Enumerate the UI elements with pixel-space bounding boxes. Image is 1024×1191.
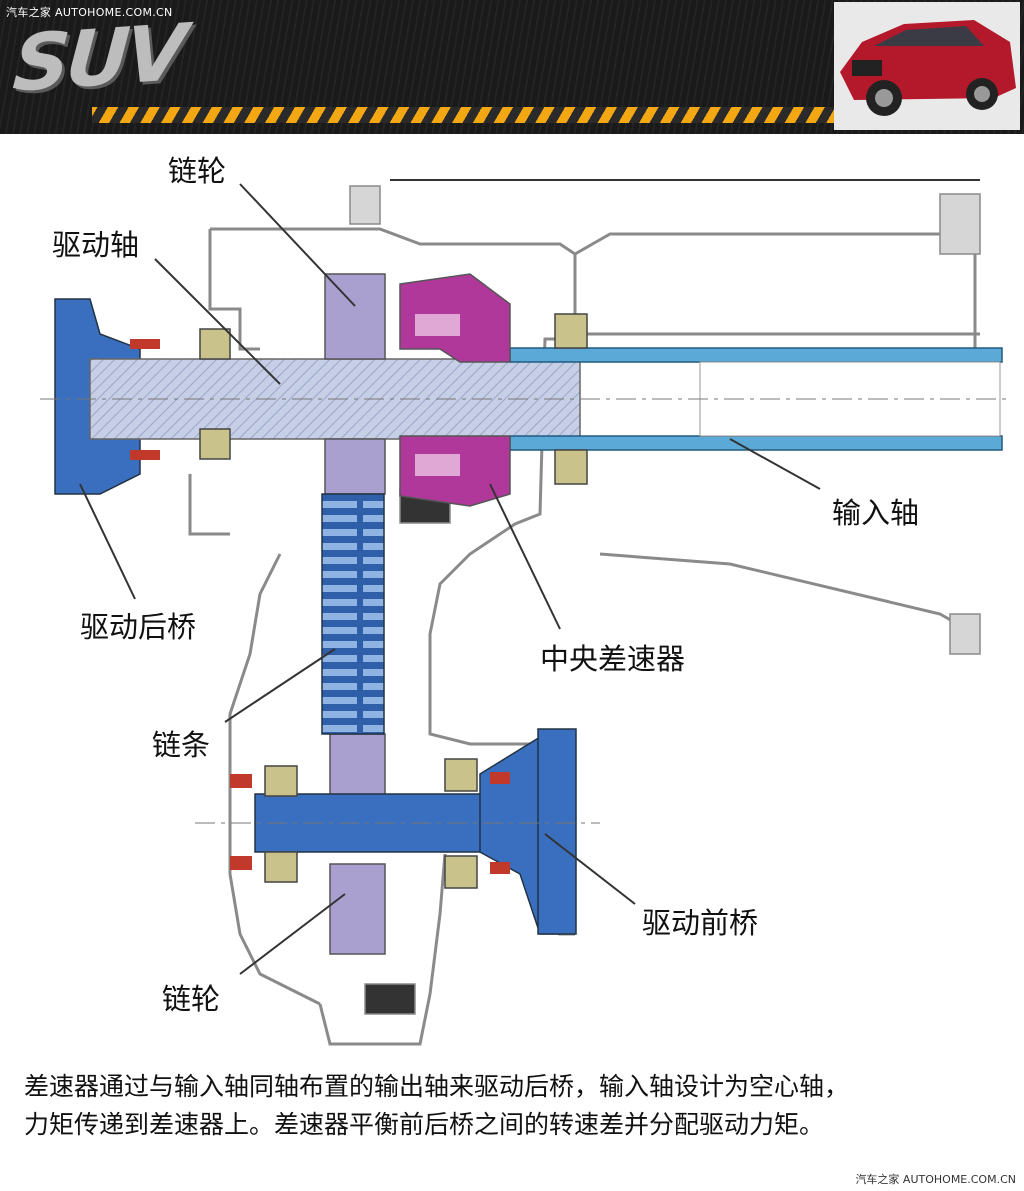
caption: 差速器通过与输入轴同轴布置的输出轴来驱动后桥，输入轴设计为空心轴， 力矩传递到差… — [24, 1068, 1014, 1144]
seals — [130, 339, 510, 874]
top-banner: 汽车之家 AUTOHOME.COM.CN SUV — [0, 0, 1024, 134]
output-shaft-front — [254, 728, 577, 935]
transfer-case-diagram — [40, 179, 1010, 1046]
housing-fill — [349, 185, 981, 1015]
label-drive-shaft: 驱动轴 — [52, 228, 140, 262]
hazard-stripe — [92, 107, 982, 123]
label-sprocket-top: 链轮 — [168, 154, 227, 188]
label-chain: 链条 — [152, 728, 211, 762]
label-front-axle: 驱动前桥 — [642, 906, 759, 940]
leader-lines — [79, 183, 821, 975]
label-sprocket-bottom: 链轮 — [162, 982, 221, 1016]
label-center-diff: 中央差速器 — [540, 642, 686, 676]
caption-line-1: 差速器通过与输入轴同轴布置的输出轴来驱动后桥，输入轴设计为空心轴， — [24, 1072, 850, 1101]
drive-chain — [321, 493, 385, 735]
suv-car-image — [834, 2, 1020, 130]
sprockets — [324, 273, 386, 955]
label-input-shaft: 输入轴 — [832, 496, 920, 530]
label-rear-axle: 驱动后桥 — [80, 610, 197, 644]
top-watermark: 汽车之家 AUTOHOME.COM.CN — [6, 6, 173, 19]
center-differential — [399, 273, 511, 507]
suv-logo: SUV — [10, 8, 186, 110]
bottom-watermark: 汽车之家 AUTOHOME.COM.CN — [855, 1173, 1016, 1186]
bearings — [199, 313, 588, 889]
caption-line-2: 力矩传递到差速器上。差速器平衡前后桥之间的转速差并分配驱动力矩。 — [24, 1110, 825, 1139]
